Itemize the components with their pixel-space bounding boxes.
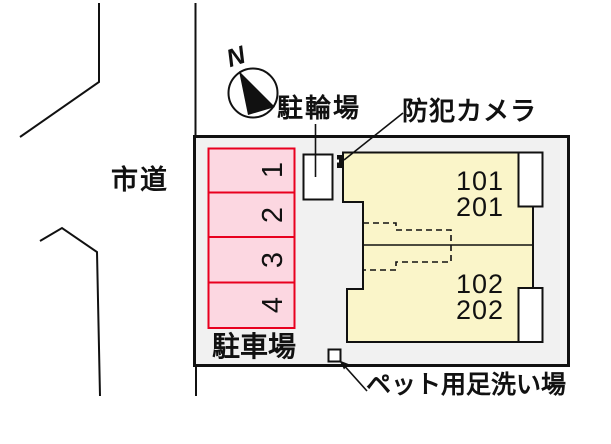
unit-number: 102 (455, 269, 505, 299)
road-label: 市道 (111, 165, 169, 195)
parking-space-rect (207, 191, 296, 238)
parking-space-number: 3 (257, 251, 289, 269)
unit-number: 202 (455, 295, 505, 325)
unit-number: 101 (455, 166, 505, 196)
pet-wash-label: ペット用足洗い場 (366, 371, 567, 399)
bicycle-parking-rect (302, 153, 334, 201)
pet-wash-leader-arrowhead (339, 360, 349, 370)
security-camera-label: 防犯カメラ (402, 96, 538, 126)
parking-space-number: 2 (257, 206, 289, 224)
parking-space-rect (207, 281, 296, 329)
pet-wash-rect (327, 348, 342, 363)
north-compass-icon (227, 67, 279, 119)
parking-space-number: 4 (257, 296, 289, 314)
parking-lot-label: 駐車場 (211, 331, 296, 362)
unit-label-lower: 102 202 (425, 269, 535, 325)
unit-label-upper: 101 201 (425, 166, 535, 222)
parking-space-number: 1 (257, 161, 289, 179)
bicycle-parking-label: 駐輪場 (277, 93, 362, 123)
balcony-upper-rect (517, 151, 544, 208)
road-edge-line-upper (19, 3, 100, 138)
security-camera-leader-line (343, 112, 404, 161)
second-floor-outline-dashed (363, 222, 452, 271)
balcony-lower-rect (517, 287, 544, 343)
unit-number: 201 (455, 192, 505, 222)
building-outline (342, 151, 534, 343)
security-camera-icon (336, 155, 343, 168)
road-edge-line-lower (39, 226, 101, 397)
